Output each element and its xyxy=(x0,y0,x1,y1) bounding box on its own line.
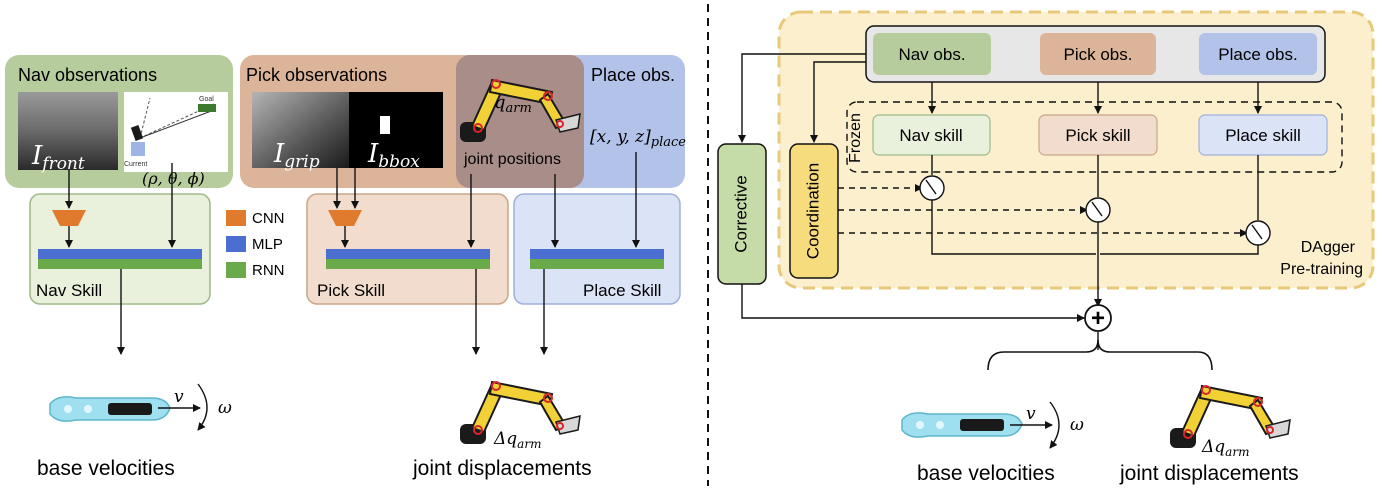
base-velocities-right: base velocities xyxy=(917,462,1055,485)
polar-coords-label: (ρ, θ, ϕ) xyxy=(142,169,205,188)
pick-skill-frozen-label: Pick skill xyxy=(1065,126,1130,145)
q-arm-label: qarm xyxy=(494,92,532,116)
i-grip-label: Igrip xyxy=(273,139,320,172)
place-skill-frozen-box xyxy=(1198,114,1328,156)
pick-obs-label: Pick obs. xyxy=(1064,45,1133,64)
left-arrows xyxy=(65,152,640,355)
omega-arc-right xyxy=(1049,401,1060,449)
robot-base-image-left xyxy=(49,396,171,422)
goal-label: Goal xyxy=(199,96,214,103)
nav-observations-title: Nav observations xyxy=(18,65,157,85)
place-rnn-bar xyxy=(530,259,664,269)
corrective-label: Corrective xyxy=(731,175,750,252)
bbox-mask-image xyxy=(349,92,443,168)
coordination-box xyxy=(789,143,839,279)
frozen-label: Frozen xyxy=(847,113,864,163)
frozen-group-box xyxy=(846,101,1343,173)
pick-arm-panel xyxy=(456,55,584,188)
bbox-white-square xyxy=(380,116,390,134)
delta-q-arm-right: Δqarm xyxy=(1201,437,1249,459)
v-label-left: v xyxy=(174,387,184,407)
right-wiring xyxy=(738,53,1262,350)
i-front-label: Ifront xyxy=(31,141,85,174)
place-obs-label: Place obs. xyxy=(1218,45,1297,64)
nav-obs-label: Nav obs. xyxy=(898,45,965,64)
base-velocities-left: base velocities xyxy=(37,457,175,480)
current-label: Current xyxy=(124,161,147,168)
nav-cnn-block xyxy=(52,210,86,226)
legend: CNN MLP RNN xyxy=(226,210,285,279)
sum-node xyxy=(1084,304,1112,332)
output-brace xyxy=(987,339,1213,371)
place-skill-frozen-label: Place skill xyxy=(1225,126,1301,145)
pick-observations-title: Pick observations xyxy=(246,65,387,85)
pick-obs-box xyxy=(1040,33,1156,75)
robot-arm-image-left xyxy=(459,381,581,445)
joint-positions-label: joint positions xyxy=(463,151,561,168)
grip-depth-image xyxy=(252,92,349,168)
omega-label-right: ω xyxy=(1070,415,1084,435)
place-observations-title: Place obs. xyxy=(591,65,675,85)
polar-geometry-sketch: Goal Current xyxy=(124,92,228,172)
place-obs-box xyxy=(1199,33,1317,75)
nav-skill-label: Nav Skill xyxy=(36,281,102,300)
joint-displacements-left: joint displacements xyxy=(412,457,592,480)
omega-arc-left xyxy=(197,383,208,431)
nav-skill-frozen-label: Nav skill xyxy=(899,126,962,145)
place-mlp-bar xyxy=(530,249,664,259)
pick-rnn-bar xyxy=(326,259,490,269)
front-depth-image xyxy=(18,92,118,170)
delta-q-arm-left: Δqarm xyxy=(493,429,541,451)
nav-mlp-bar xyxy=(38,249,202,259)
robot-base-image-right xyxy=(901,412,1023,438)
legend-cnn: CNN xyxy=(252,210,285,227)
nav-obs-box xyxy=(873,33,991,75)
nav-rnn-bar xyxy=(38,259,202,269)
omega-label-left: ω xyxy=(218,398,232,418)
dagger-label: DAgger xyxy=(1301,239,1356,256)
place-skill-label: Place Skill xyxy=(583,281,661,300)
place-observations-box xyxy=(565,55,685,188)
sum-plus: + xyxy=(1091,305,1105,332)
switch-icons xyxy=(919,175,1271,246)
robot-arm-image-right xyxy=(1169,385,1291,449)
pick-cnn-block xyxy=(328,210,362,226)
coordination-label: Coordination xyxy=(803,163,822,259)
pretraining-label: Pre-training xyxy=(1280,261,1363,278)
i-bbox-label: Ibbox xyxy=(367,139,420,172)
joint-displacements-right: joint displacements xyxy=(1119,462,1299,485)
pick-mlp-bar xyxy=(326,249,490,259)
pick-skill-label: Pick Skill xyxy=(317,281,385,300)
place-coords-label: [x, y, z]place xyxy=(590,127,686,150)
v-label-right: v xyxy=(1026,404,1036,424)
legend-mlp: MLP xyxy=(252,236,283,253)
legend-rnn: RNN xyxy=(252,262,285,279)
